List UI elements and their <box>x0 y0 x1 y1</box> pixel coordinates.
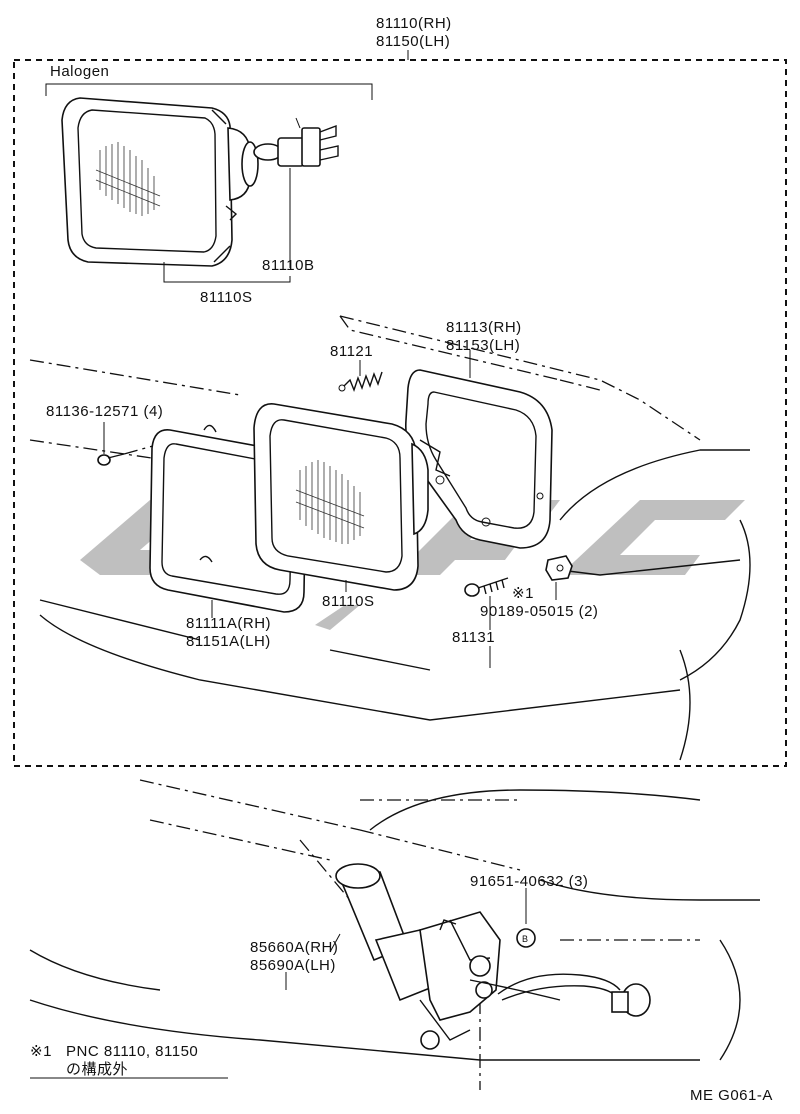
group-label-halogen: Halogen <box>50 63 109 80</box>
adjusting-spring <box>338 371 383 393</box>
footnote-line-1: PNC 81110, 81150 <box>66 1043 198 1060</box>
label-85660a: 85660A(RH) <box>250 939 338 956</box>
label-81136: 81136-12571 (4) <box>46 403 163 420</box>
label-81113: 81113(RH) <box>446 319 522 336</box>
marker-circle-b <box>516 928 536 948</box>
label-85690a: 85690A(LH) <box>250 957 336 974</box>
footnote-mark: ※1 <box>30 1043 52 1060</box>
vehicle-body-outline <box>29 315 751 761</box>
footnote-line-2: の構成外 <box>66 1061 128 1078</box>
headlamp-retractor-motor <box>335 863 651 1050</box>
label-81153: 81153(LH) <box>446 337 520 354</box>
bracket-81110s-top <box>163 262 291 283</box>
vehicle-body-outline-lower <box>29 779 760 1090</box>
label-81131: 81131 <box>452 629 495 646</box>
assembly-frame <box>13 59 787 767</box>
label-81110b: 81110B <box>262 257 315 274</box>
label-81151a: 81151A(LH) <box>186 633 271 650</box>
label-note-mark: ※1 <box>512 585 534 602</box>
halogen-bulb <box>253 117 339 167</box>
adjusting-screw <box>464 577 509 597</box>
label-81110s-mid: 81110S <box>322 593 375 610</box>
speed-nut <box>545 555 573 581</box>
headlamp-mounting-bracket <box>404 369 553 549</box>
label-81121: 81121 <box>330 343 373 360</box>
assembly-label-rh: 81110(RH) <box>376 15 452 32</box>
halogen-bracket <box>45 83 373 100</box>
leader-85660a <box>329 933 341 953</box>
label-90189: 90189-05015 (2) <box>480 603 598 620</box>
figure-code: ME G061-A <box>690 1087 773 1104</box>
marker-circle-b-letter: B <box>522 934 528 944</box>
assembly-label-lh: 81150(LH) <box>376 33 450 50</box>
label-91651: 91651-40632 (3) <box>470 873 588 890</box>
label-81111a: 81111A(RH) <box>186 615 271 632</box>
halogen-headlamp-unit <box>61 97 259 267</box>
label-81110s-top: 81110S <box>200 289 253 306</box>
sealed-beam-headlamp <box>253 403 429 591</box>
